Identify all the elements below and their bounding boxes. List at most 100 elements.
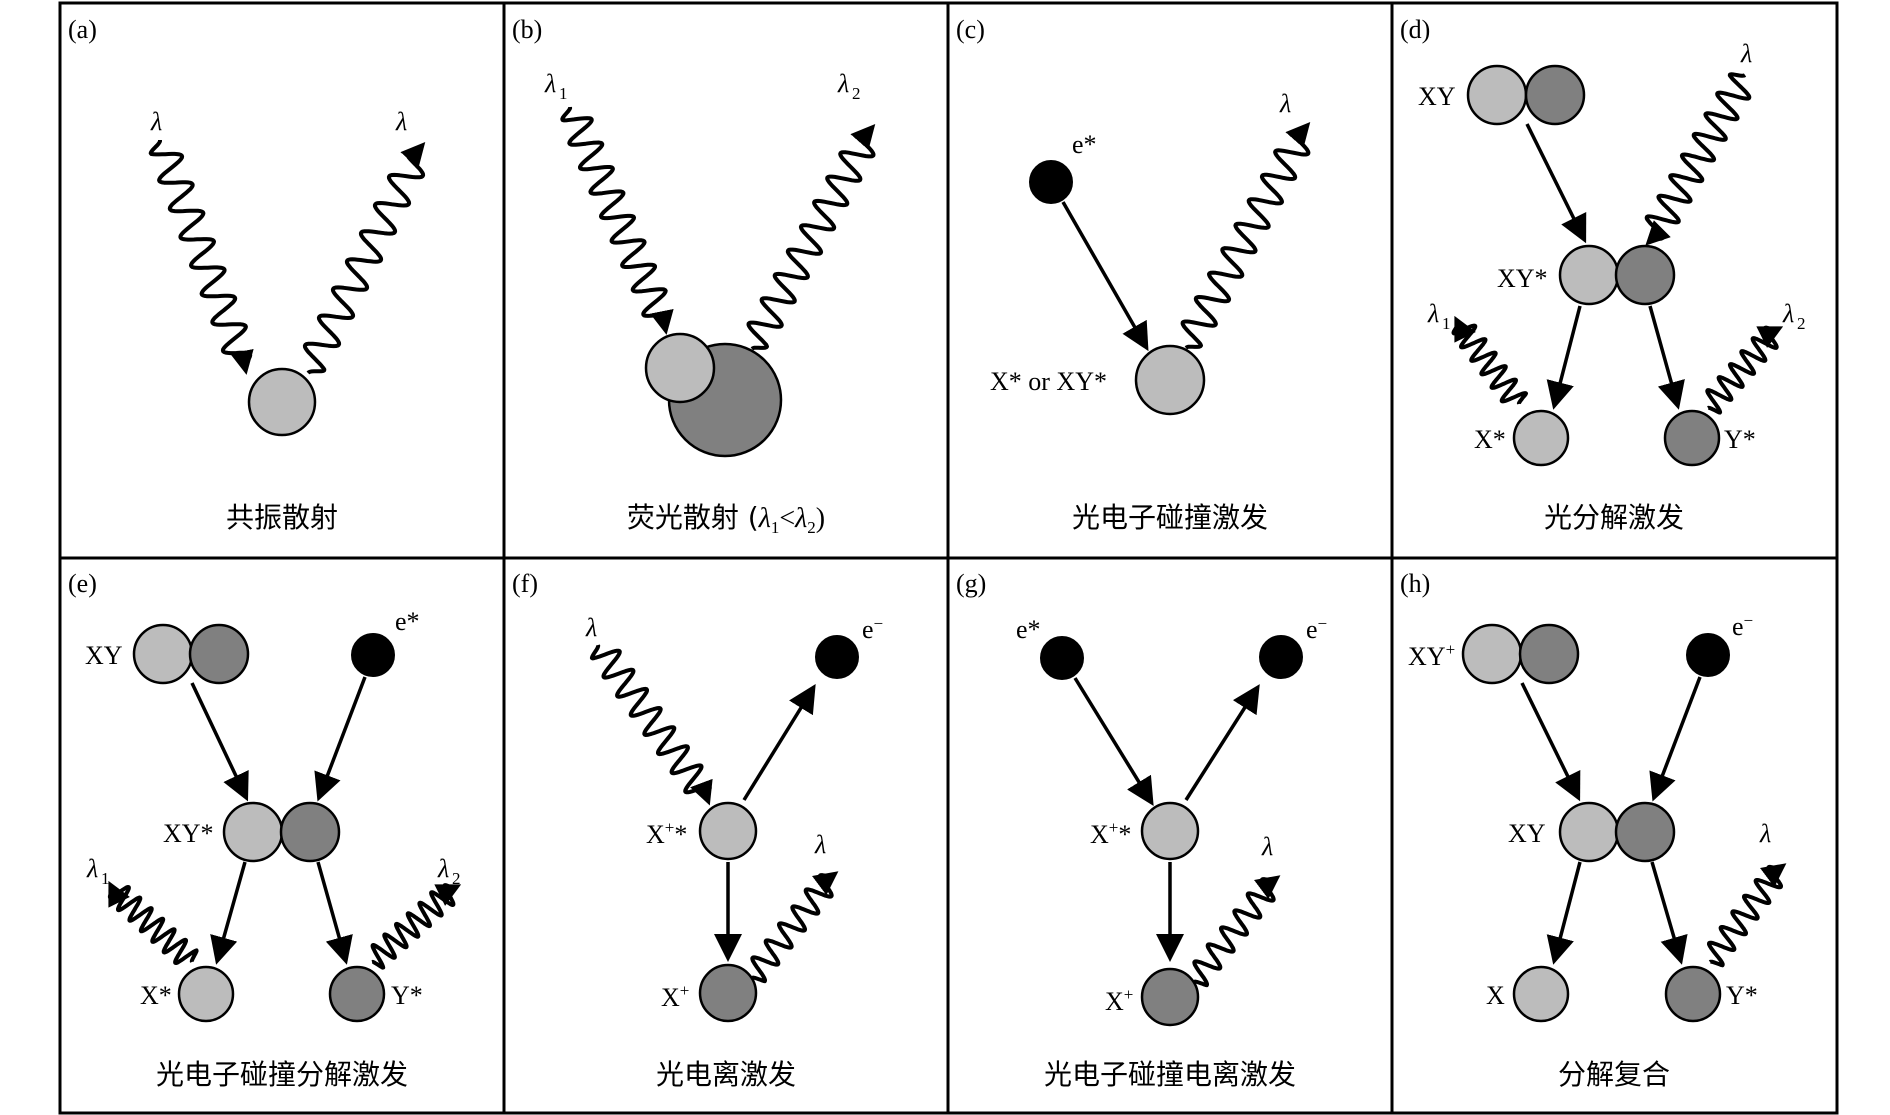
xy-right-particle [1524, 64, 1586, 126]
panel-id-d: (d) [1400, 15, 1430, 44]
lambda-label: λ [1740, 39, 1752, 68]
panel-d: (d) XY λ XY* X* Y* λ 1 λ 2 光分解激发 [1400, 15, 1806, 534]
y-star-label: Y* [1724, 425, 1756, 454]
xy-star-left-particle [1558, 244, 1620, 306]
incoming-photon-wave [1644, 72, 1752, 246]
xy-right-particle [1614, 801, 1676, 863]
panel-f: (f) λ X+* e− X+ λ 光电离激发 [512, 569, 883, 1091]
lambda1-sub: 1 [101, 869, 110, 888]
xy-left-particle [1466, 64, 1528, 126]
panel-id-a: (a) [68, 15, 97, 44]
xyplus-label: XY+ [1408, 640, 1455, 671]
y-star-label: Y* [391, 981, 423, 1010]
lambda2-sub: 2 [852, 84, 861, 103]
caption-a: 共振散射 [226, 501, 338, 534]
electron-ejection-arrow [742, 684, 816, 801]
photon-lambda2-wave [370, 883, 462, 970]
panel-id-h: (h) [1400, 569, 1430, 598]
electron-particle [1686, 633, 1730, 677]
electron-label: e* [1072, 130, 1097, 159]
x-star-particle [177, 965, 235, 1023]
panel-id-g: (g) [956, 569, 986, 598]
small-atom-particle [644, 332, 716, 404]
photon-lambda1-wave [1451, 315, 1528, 406]
xplus-label: X+ [661, 981, 689, 1012]
xy-to-excited-arrow [1525, 123, 1587, 244]
lambda2-label: λ [1782, 299, 1794, 328]
emitted-photon-wave [1707, 863, 1787, 968]
lambda2-sub: 2 [1797, 314, 1806, 333]
lambda1-sub: 1 [559, 84, 568, 103]
xy-left-particle [132, 623, 194, 685]
electron-particle [351, 633, 395, 677]
atom-particle [247, 367, 317, 437]
xy-star-right-particle [1614, 244, 1676, 306]
target-particle [1134, 344, 1206, 416]
lambda-in-label: λ [150, 107, 162, 136]
panel-id-c: (c) [956, 15, 985, 44]
xy-label: XY [1508, 819, 1546, 848]
incoming-electron-particle [1040, 636, 1084, 680]
panel-g: (g) e* X+* e− X+ λ 光电子碰撞电离激发 [956, 569, 1327, 1091]
y-star-label: Y* [1726, 981, 1758, 1010]
xplus-star-particle [698, 801, 758, 861]
outgoing-photon-wave [746, 123, 876, 351]
x-star-particle [1512, 409, 1570, 467]
xyplus-right-particle [1518, 623, 1580, 685]
lambda-label: λ [1279, 89, 1291, 118]
xplus-star-particle [1140, 801, 1200, 861]
lambda2-sub: 2 [452, 869, 461, 888]
x-particle [1512, 965, 1570, 1023]
xplus-star-label: X+* [646, 818, 687, 849]
xy-star-left-particle [222, 801, 284, 863]
lambda2-label: λ [437, 854, 449, 883]
lambda1-label: λ [544, 69, 556, 98]
split-arrow-y [1650, 861, 1688, 965]
lambda-out-label: λ [814, 830, 826, 859]
xy-left-particle [1558, 801, 1620, 863]
panel-b: (b) λ 1 λ 2 荧光散射 (λ1<λ2) [512, 15, 876, 537]
emitted-photon-wave [750, 871, 839, 984]
lambda1-sub: 1 [1442, 314, 1451, 333]
xy-to-excited-arrow [190, 682, 249, 802]
xplus-particle [698, 963, 758, 1023]
incoming-photon-wave [560, 106, 674, 335]
electron-trajectory-arrow [1061, 201, 1149, 352]
xy-label: XY [1418, 82, 1456, 111]
caption-c: 光电子碰撞激发 [1072, 501, 1268, 534]
outgoing-photon-wave [302, 141, 426, 375]
panel-a: (a) λ λ 共振散射 [68, 15, 426, 534]
electron-to-excited-arrow [314, 676, 367, 802]
x-star-label: X* [1474, 425, 1506, 454]
xplus-label: X+ [1105, 985, 1133, 1016]
xyplus-left-particle [1461, 623, 1523, 685]
x-star-label: X* [140, 981, 172, 1010]
incoming-photon-wave [148, 139, 254, 375]
caption-b: 荧光散射 (λ1<λ2) [627, 501, 825, 537]
panel-id-b: (b) [512, 15, 542, 44]
x-label: X [1486, 981, 1505, 1010]
electron-to-xy-arrow [1649, 676, 1702, 802]
xplus-particle [1140, 967, 1200, 1027]
xy-star-right-particle [279, 801, 341, 863]
caption-d: 光分解激发 [1544, 501, 1684, 534]
electron-particle [1029, 160, 1073, 204]
split-arrow-x [210, 861, 247, 965]
xy-label: XY [85, 641, 123, 670]
electron-label: e− [1306, 614, 1327, 644]
xy-right-particle [188, 623, 250, 685]
photon-lambda2-wave [1705, 325, 1784, 415]
xy-star-label: XY* [1497, 264, 1548, 293]
panel-id-f: (f) [512, 569, 538, 598]
electron-label: e* [395, 607, 420, 636]
split-arrow-y [1648, 305, 1685, 410]
emitted-photon-wave [1180, 121, 1311, 350]
incoming-photon-wave [589, 643, 713, 806]
electron-label: e− [1732, 611, 1753, 641]
emitted-photon-wave [1192, 875, 1281, 988]
lambda1-label: λ [86, 854, 98, 883]
y-star-particle [1663, 409, 1721, 467]
y-star-particle [328, 965, 386, 1023]
electron-impact-arrow [1073, 677, 1154, 806]
